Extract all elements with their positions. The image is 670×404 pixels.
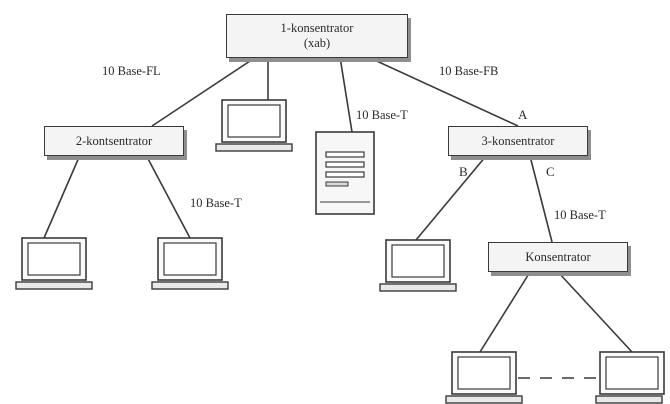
link-main-server — [339, 56, 353, 133]
link-hub2-pc2 — [145, 154, 191, 239]
computer-icon — [15, 237, 93, 290]
link-fb — [367, 56, 519, 127]
computer-icon — [215, 99, 293, 152]
link-hub4-pc-a — [479, 271, 531, 353]
hub-4-label: Konsentrator — [525, 249, 591, 264]
hub-2: 2-kontsentrator — [44, 126, 184, 156]
port-label-b: B — [459, 164, 468, 179]
link-label-fl: 10 Base-FL — [102, 64, 161, 78]
link-hub4-pc-b — [557, 271, 633, 353]
computer-icon — [151, 237, 229, 290]
link-hub3-hub4 — [529, 155, 553, 243]
port-label-a: A — [518, 107, 528, 122]
link-hub3-pcb — [415, 155, 487, 241]
hub-main-sublabel: (xab) — [303, 36, 331, 50]
hub-4: Konsentrator — [488, 242, 628, 272]
link-label-t-left: 10 Base-T — [190, 196, 242, 210]
hub-main: 1-konsentrator (xab) — [226, 14, 408, 58]
link-label-t-server: 10 Base-T — [356, 108, 408, 122]
computer-icon — [379, 239, 457, 292]
computer-icon — [445, 351, 523, 404]
hub-3-label: 3-konsentrator — [481, 133, 555, 148]
link-label-fb: 10 Base-FB — [439, 64, 499, 78]
link-fl — [151, 56, 257, 127]
hub-2-label: 2-kontsentrator — [75, 133, 153, 148]
server-icon — [315, 131, 375, 215]
port-label-c: C — [546, 164, 555, 179]
link-label-t-right: 10 Base-T — [554, 208, 606, 222]
hub-main-label: 1-konsentrator — [280, 21, 354, 35]
computer-icon — [595, 351, 665, 404]
link-hub2-pc1 — [43, 154, 81, 239]
hub-3: 3-konsentrator — [448, 126, 588, 156]
